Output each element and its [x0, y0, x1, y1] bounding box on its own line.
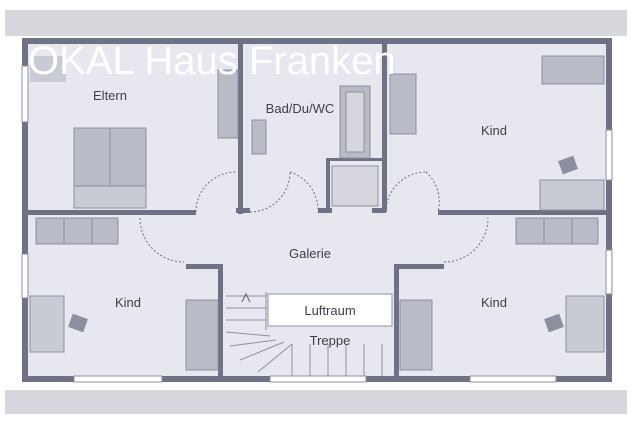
door-swings — [139, 171, 489, 263]
bed-top-right — [541, 55, 605, 85]
desk-bottom-left — [29, 295, 65, 353]
luftraum-box — [267, 293, 393, 327]
label-bad: Bad/Du/WC — [266, 101, 335, 116]
label-luftraum: Luftraum — [304, 303, 355, 318]
kind-top-right-furniture — [389, 55, 605, 211]
desk-bottom-right — [565, 295, 605, 353]
kind-bottom-right-furniture — [399, 217, 605, 371]
shelf-bottom-right — [515, 217, 599, 245]
label-kind-bottom-right: Kind — [481, 295, 507, 310]
label-kind-bottom-left: Kind — [115, 295, 141, 310]
watermark: OKAL Haus Franken — [28, 39, 396, 83]
bed-bottom-left — [185, 299, 219, 371]
interior-walls — [28, 44, 606, 376]
label-kind-top-right: Kind — [481, 123, 507, 138]
windows — [21, 65, 613, 383]
shower — [331, 165, 379, 207]
washbasin — [251, 119, 267, 155]
label-treppe: Treppe — [310, 333, 351, 348]
stair-arrow — [241, 292, 251, 303]
chair-bottom-left — [68, 313, 88, 333]
label-eltern: Eltern — [93, 88, 127, 103]
bed-bottom-right — [399, 299, 433, 371]
roof-band-bottom — [5, 390, 627, 414]
roof-band-top — [5, 10, 627, 36]
shelf-bottom-left — [35, 217, 119, 245]
wardrobe-top-right — [389, 73, 417, 135]
chair-bottom-right — [544, 313, 564, 333]
staircase — [225, 292, 383, 376]
eltern-furniture — [30, 56, 239, 209]
chair-top-right — [558, 155, 578, 175]
desk-top-right — [539, 179, 605, 211]
bathroom-furniture — [251, 85, 379, 207]
kind-bottom-left-furniture — [29, 217, 219, 371]
wardrobe — [217, 69, 239, 139]
label-galerie: Galerie — [289, 246, 331, 261]
